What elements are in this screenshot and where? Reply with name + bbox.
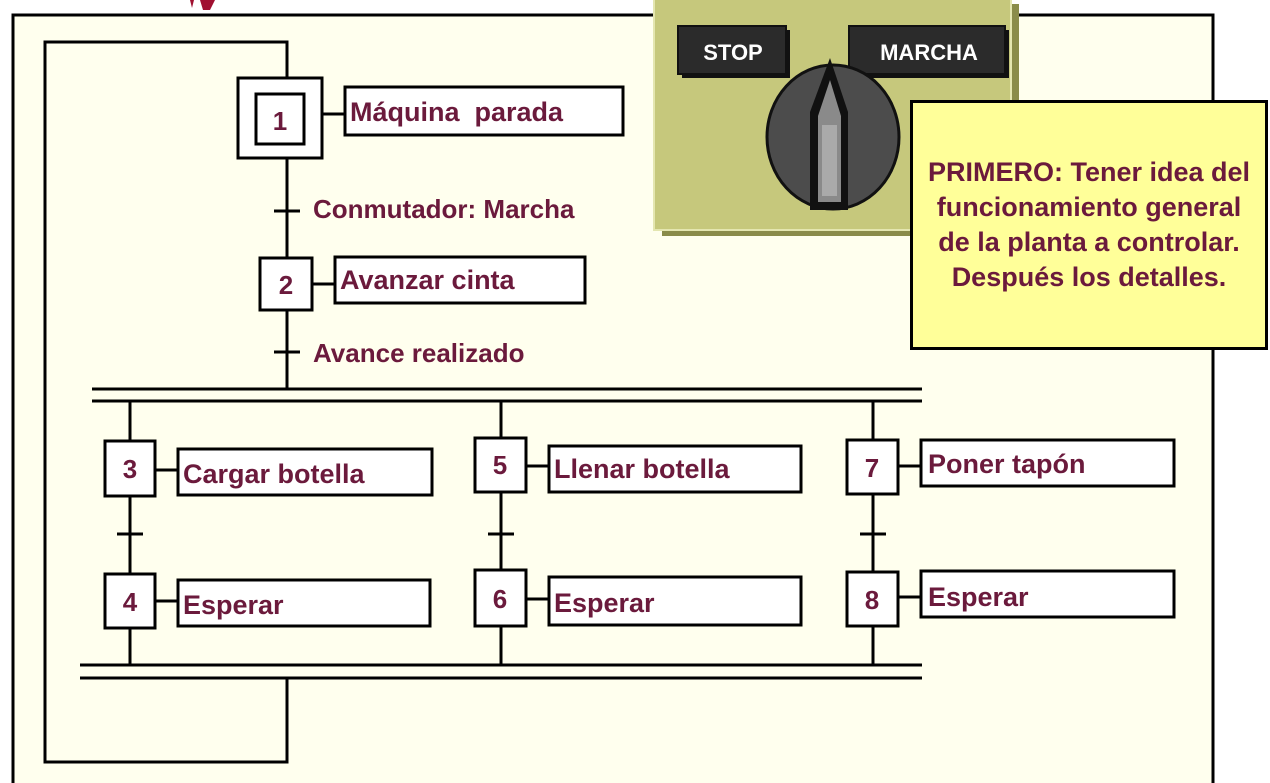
- step-7: 7: [845, 438, 900, 496]
- step-5: 5: [473, 436, 528, 494]
- step-4: 4: [103, 572, 157, 630]
- step-6: 6: [473, 568, 528, 628]
- step-number: 8: [865, 585, 879, 615]
- step-number: 5: [493, 450, 507, 480]
- step-3: 3: [103, 439, 157, 498]
- note-text: PRIMERO: Tener idea del funcionamiento g…: [927, 157, 1251, 292]
- stop-button[interactable]: STOP: [677, 25, 790, 78]
- step-number: 1: [273, 106, 287, 136]
- note-box: PRIMERO: Tener idea del funcionamiento g…: [910, 100, 1268, 350]
- step-number: 6: [493, 584, 507, 614]
- step-number: 4: [123, 587, 138, 617]
- partial-title-glyph: [190, 0, 215, 10]
- action-label: Avanzar cinta: [340, 265, 516, 295]
- step-number: 7: [865, 453, 879, 483]
- selector-knob[interactable]: [765, 58, 901, 211]
- action-6: Esperar: [547, 575, 803, 627]
- step-8: 8: [845, 570, 900, 628]
- stop-label: STOP: [703, 40, 763, 65]
- action-1: Máquina parada: [343, 85, 625, 137]
- step-2: 2: [258, 256, 314, 312]
- action-label: Esperar: [554, 588, 655, 618]
- action-7: Poner tapón: [919, 438, 1176, 488]
- step-number: 3: [123, 454, 137, 484]
- transition-label-2: Avance realizado: [313, 338, 524, 368]
- action-label: Esperar: [183, 590, 284, 620]
- action-8: Esperar: [919, 569, 1176, 619]
- action-5: Llenar botella: [547, 444, 803, 494]
- marcha-button[interactable]: MARCHA: [848, 25, 1009, 78]
- action-label: Máquina parada: [350, 97, 564, 127]
- transition-label-1: Conmutador: Marcha: [313, 194, 575, 224]
- step-number: 2: [279, 270, 293, 300]
- action-label: Esperar: [928, 582, 1029, 612]
- action-3: Cargar botella: [176, 447, 434, 497]
- marcha-label: MARCHA: [880, 40, 978, 65]
- action-label: Poner tapón: [928, 449, 1086, 479]
- action-label: Cargar botella: [183, 459, 366, 489]
- action-label: Llenar botella: [554, 454, 731, 484]
- loop-back-line: [43, 40, 289, 764]
- action-2: Avanzar cinta: [333, 255, 587, 305]
- action-4: Esperar: [176, 578, 432, 628]
- step-1: 1: [236, 76, 324, 160]
